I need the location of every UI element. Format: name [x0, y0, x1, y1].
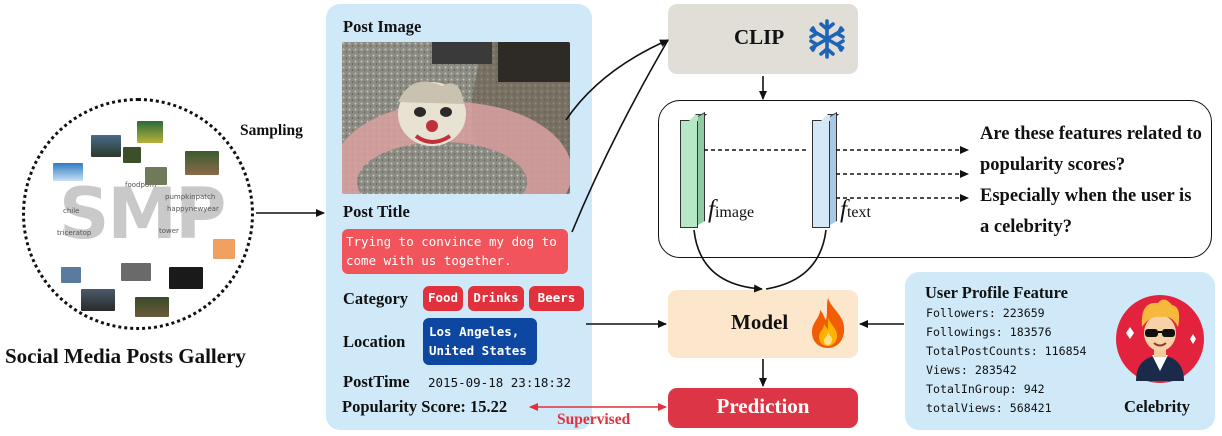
profile-totalviews: totalViews: 568421: [926, 401, 1052, 415]
popularity-score: Popularity Score: 15.22: [342, 397, 508, 416]
post-image-heading: Post Image: [343, 17, 422, 36]
gallery-thumbnail: [61, 267, 81, 283]
celebrity-avatar-icon: [1116, 295, 1204, 383]
category-tag-food: Food: [423, 286, 463, 311]
gallery-thumbnail: [185, 151, 219, 175]
sampling-label: Sampling: [240, 122, 303, 139]
posttime-heading: PostTime: [343, 372, 410, 391]
image-feature-label: fimage: [708, 196, 754, 224]
gallery-thumbnail: [145, 167, 167, 185]
word-cloud-text: SMP: [59, 173, 226, 255]
clip-label: CLIP: [734, 25, 785, 49]
gallery-thumbnail: [81, 289, 115, 311]
prediction-box: [668, 388, 858, 428]
supervised-label: Supervised: [557, 411, 631, 428]
gallery-thumbnail: [169, 267, 203, 289]
image-feature-sub: image: [714, 204, 755, 221]
location-heading: Location: [343, 332, 406, 351]
text-feature-bar: [812, 120, 830, 228]
image-feature-bar: [680, 120, 698, 228]
gallery-thumbnail: [135, 297, 169, 317]
profile-totalpostcounts: TotalPostCounts: 116854: [926, 344, 1087, 358]
gallery-thumbnail: [213, 239, 235, 259]
gallery-thumbnail: [137, 121, 163, 143]
category-tag-drinks: Drinks: [468, 286, 524, 311]
image-feature-symbol: f: [708, 196, 715, 223]
category-tag-beers: Beers: [529, 286, 584, 311]
gallery-thumbnail: [121, 263, 151, 281]
profile-followers: Followers: 223659: [926, 306, 1045, 320]
model-label: Model: [731, 310, 789, 334]
celebrity-label: Celebrity: [1124, 397, 1190, 416]
word-cloud: SMP foodporn pumpkinpatch happynewyear c…: [57, 173, 226, 255]
text-feature-sub: text: [846, 204, 871, 221]
prediction-label: Prediction: [716, 394, 810, 418]
text-feature-symbol: f: [840, 196, 847, 223]
category-heading: Category: [343, 289, 409, 308]
snowflake-icon: [809, 19, 845, 59]
profile-heading: User Profile Feature: [925, 283, 1068, 302]
gallery-thumbnail: [123, 147, 141, 163]
gallery-thumbnail: [91, 135, 121, 157]
post-title-text: Trying to convince my dog to come with u…: [342, 229, 568, 274]
post-title-heading: Post Title: [343, 202, 410, 221]
posts-gallery-circle: SMP foodporn pumpkinpatch happynewyear c…: [22, 98, 254, 330]
fire-icon: [812, 298, 845, 348]
profile-followings: Followings: 183576: [926, 325, 1052, 339]
location-text: Los Angeles, United States: [423, 318, 537, 365]
feature-question: Are these features related to popularity…: [980, 124, 1202, 237]
text-feature-label: ftext: [840, 196, 871, 224]
posttime-value: 2015-09-18 23:18:32: [428, 375, 571, 390]
profile-views: Views: 283542: [926, 363, 1017, 377]
post-image: [342, 42, 570, 194]
gallery-label: Social Media Posts Gallery: [5, 344, 246, 368]
post-image-drawing: [342, 42, 570, 194]
gallery-thumbnail: [53, 163, 83, 181]
profile-totalingroup: TotalInGroup: 942: [926, 382, 1045, 396]
